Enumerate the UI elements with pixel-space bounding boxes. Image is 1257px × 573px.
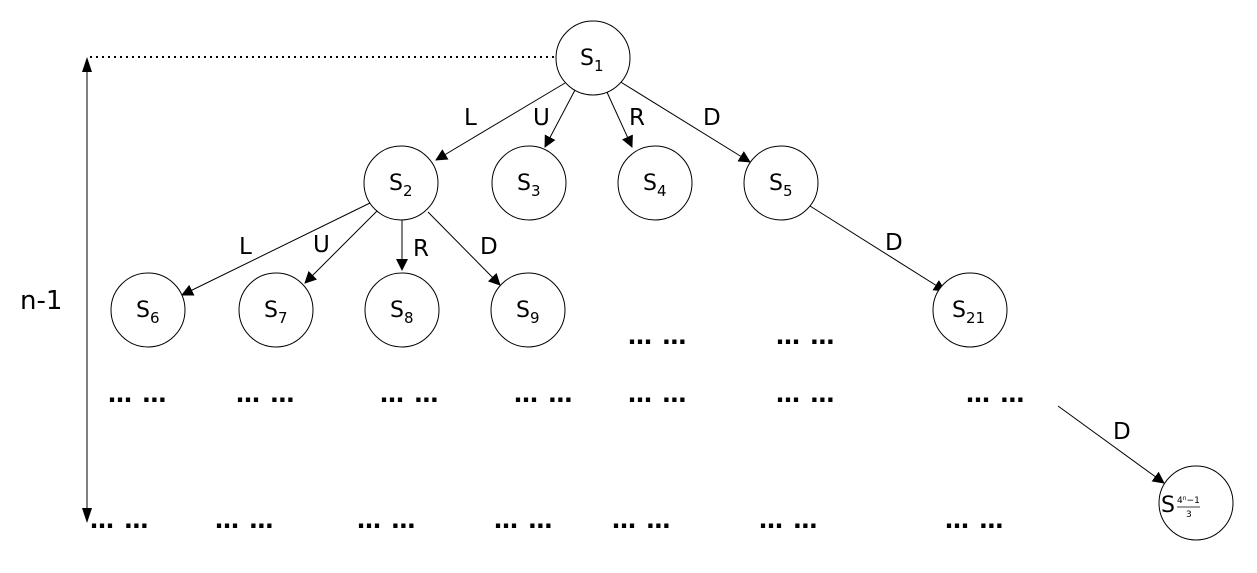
edge-s1-s2 bbox=[435, 82, 566, 161]
svg-text:S6: S6 bbox=[136, 298, 160, 327]
edge-label-s2-s8: R bbox=[413, 236, 429, 262]
edge-s2-s9 bbox=[427, 211, 501, 286]
node-s6: S6 bbox=[110, 272, 186, 348]
svg-text:S2: S2 bbox=[389, 171, 413, 200]
svg-text:S3: S3 bbox=[517, 171, 541, 200]
edge-dots-last bbox=[1057, 405, 1165, 484]
edge-label-s2-s6: L bbox=[239, 234, 252, 260]
svg-text:S5: S5 bbox=[769, 171, 793, 200]
edge-label-s1-s4: R bbox=[629, 105, 645, 131]
svg-text:S21: S21 bbox=[952, 298, 985, 327]
node-s2: S2 bbox=[363, 145, 439, 221]
ellipsis: … … bbox=[215, 506, 274, 534]
ellipsis: … … bbox=[628, 322, 687, 350]
edge-s1-s4 bbox=[605, 89, 633, 148]
ellipsis: … … bbox=[90, 506, 149, 534]
ellipsis: … … bbox=[380, 380, 439, 408]
svg-text:S9: S9 bbox=[516, 298, 540, 327]
ellipsis: … … bbox=[776, 380, 835, 408]
svg-text:S1: S1 bbox=[580, 46, 604, 75]
node-s21: S21 bbox=[932, 272, 1008, 348]
edge-label-s1-s5: D bbox=[703, 105, 721, 131]
depth-arrow-head-bottom bbox=[82, 508, 92, 523]
edge-label-s2-s9: D bbox=[480, 234, 498, 260]
node-s8: S8 bbox=[364, 272, 440, 348]
node-s7: S7 bbox=[238, 272, 314, 348]
depth-arrow-head-top bbox=[82, 57, 92, 72]
svg-text:S7: S7 bbox=[264, 298, 288, 327]
edge-label-s1-s3: U bbox=[533, 105, 550, 131]
edge-s1-s5 bbox=[618, 80, 751, 163]
svg-text:S4: S4 bbox=[643, 171, 667, 200]
node-s3: S3 bbox=[491, 145, 567, 221]
ellipsis: … … bbox=[759, 506, 818, 534]
edge-s2-s6 bbox=[181, 202, 371, 296]
edge-label-s5-s21: D bbox=[885, 230, 903, 256]
svg-text:S: S bbox=[1161, 493, 1175, 518]
ellipsis: … … bbox=[357, 506, 416, 534]
ellipsis: … … bbox=[776, 322, 835, 350]
svg-text:S8: S8 bbox=[390, 298, 414, 327]
ellipsis: … … bbox=[236, 380, 295, 408]
ellipsis: … … bbox=[628, 380, 687, 408]
svg-text:3: 3 bbox=[1186, 510, 1192, 520]
ellipsis: … … bbox=[945, 506, 1004, 534]
edge-label-s2-s7: U bbox=[313, 232, 330, 258]
ellipsis: … … bbox=[966, 380, 1025, 408]
ellipsis: … … bbox=[494, 506, 553, 534]
edge-label-dots-last: D bbox=[1113, 419, 1131, 445]
depth-label: n-1 bbox=[20, 286, 62, 316]
edge-label-s1-s2: L bbox=[464, 105, 477, 131]
ellipsis: … … bbox=[108, 380, 167, 408]
edge-s1-s3 bbox=[544, 89, 576, 148]
ellipsis: … … bbox=[612, 506, 671, 534]
ellipsis: … … bbox=[514, 380, 573, 408]
node-s1: S1 bbox=[555, 20, 631, 96]
node-s9: S9 bbox=[490, 272, 566, 348]
node-last: S 4n−1 3 bbox=[1158, 465, 1234, 541]
edge-s2-s7 bbox=[304, 209, 379, 284]
edge-s5-s21 bbox=[809, 205, 946, 292]
svg-text:4n−1: 4n−1 bbox=[1177, 495, 1200, 506]
node-s5: S5 bbox=[743, 145, 819, 221]
node-s4: S4 bbox=[617, 145, 693, 221]
